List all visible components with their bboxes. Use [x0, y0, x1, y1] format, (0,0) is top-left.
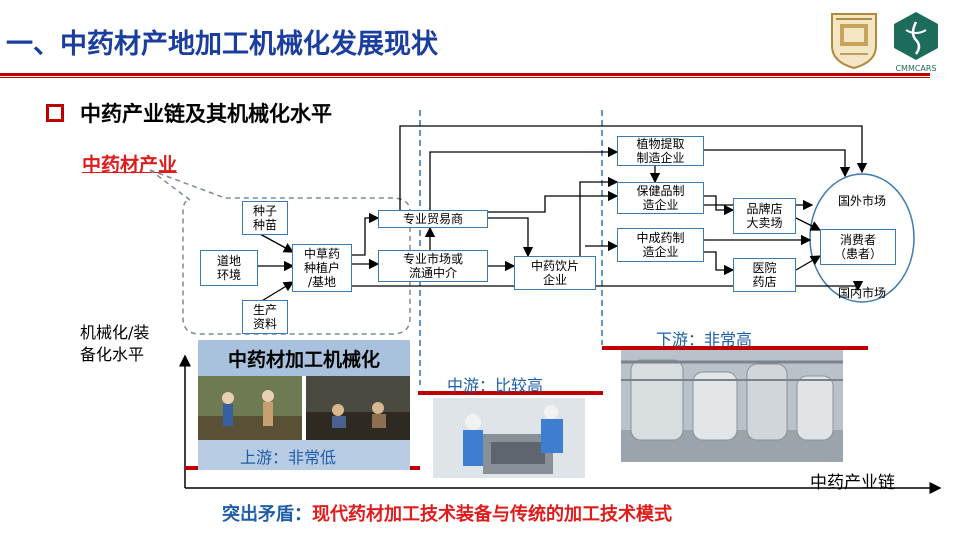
x-axis-label: 中药产业链	[810, 473, 895, 493]
downstream-level-text: 下游：非常高	[656, 330, 753, 349]
bullet-square-icon	[46, 104, 64, 122]
svg-text:CMMCARS: CMMCARS	[895, 64, 936, 73]
node-market-intermediary: 专业市场或 流通中介	[378, 250, 488, 282]
midstream-factory-photo	[433, 398, 585, 478]
node-extract-enterprise: 植物提取 制造企业	[617, 136, 704, 166]
node-seed: 种子 种苗	[242, 201, 288, 235]
node-brand-store: 品牌店 大卖场	[733, 198, 796, 234]
node-health-enterprise: 保健品制 造企业	[617, 182, 704, 214]
midstream-level-bar	[418, 391, 603, 395]
node-patent-medicine-enterprise: 中成药制 造企业	[617, 228, 704, 262]
y-axis-label: 机械化/装 备化水平	[80, 323, 150, 364]
callout-bubble	[149, 169, 411, 335]
downstream-factory-photo	[621, 350, 843, 462]
node-environment: 道地 环境	[200, 250, 258, 286]
upstream-photo-block: 中药材加工机械化 上游：非常低	[198, 340, 410, 470]
node-domestic-market: 国内市场	[837, 286, 886, 300]
downstream-level-bar	[602, 346, 868, 350]
cmmcars-logo: CMMCARS	[888, 10, 944, 76]
section-subtitle: 中药产业链及其机械化水平	[80, 102, 332, 126]
upstream-level-panel	[198, 440, 410, 470]
upstream-level-text: 上游：非常低	[240, 448, 337, 467]
midstream-level-text: 中游：比较高	[447, 376, 544, 395]
node-foreign-market: 国外市场	[837, 194, 886, 208]
field-processing-photo	[198, 376, 410, 440]
node-slices-enterprise: 中药饮片 企业	[514, 256, 596, 290]
title-divider	[0, 73, 930, 76]
conclusion-prefix: 突出矛盾：	[222, 504, 312, 525]
title-divider-thin	[0, 77, 930, 78]
node-hospital: 医院 药店	[733, 258, 796, 292]
page-title: 一、中药材产地加工机械化发展现状	[6, 29, 438, 60]
upstream-photo-title: 中药材加工机械化	[198, 340, 410, 376]
conclusion-text: 现代药材加工技术装备与传统的加工技术模式	[312, 504, 672, 525]
node-trade: 专业贸易商	[378, 210, 488, 228]
node-grower: 中草药 种植户 /基地	[292, 244, 352, 292]
conclusion-line: 突出矛盾：现代药材加工技术装备与传统的加工技术模式	[222, 500, 672, 526]
node-supplies: 生产 资料	[242, 300, 288, 334]
university-logo	[828, 10, 880, 70]
node-consumer: 消费者 （患者）	[820, 229, 896, 265]
